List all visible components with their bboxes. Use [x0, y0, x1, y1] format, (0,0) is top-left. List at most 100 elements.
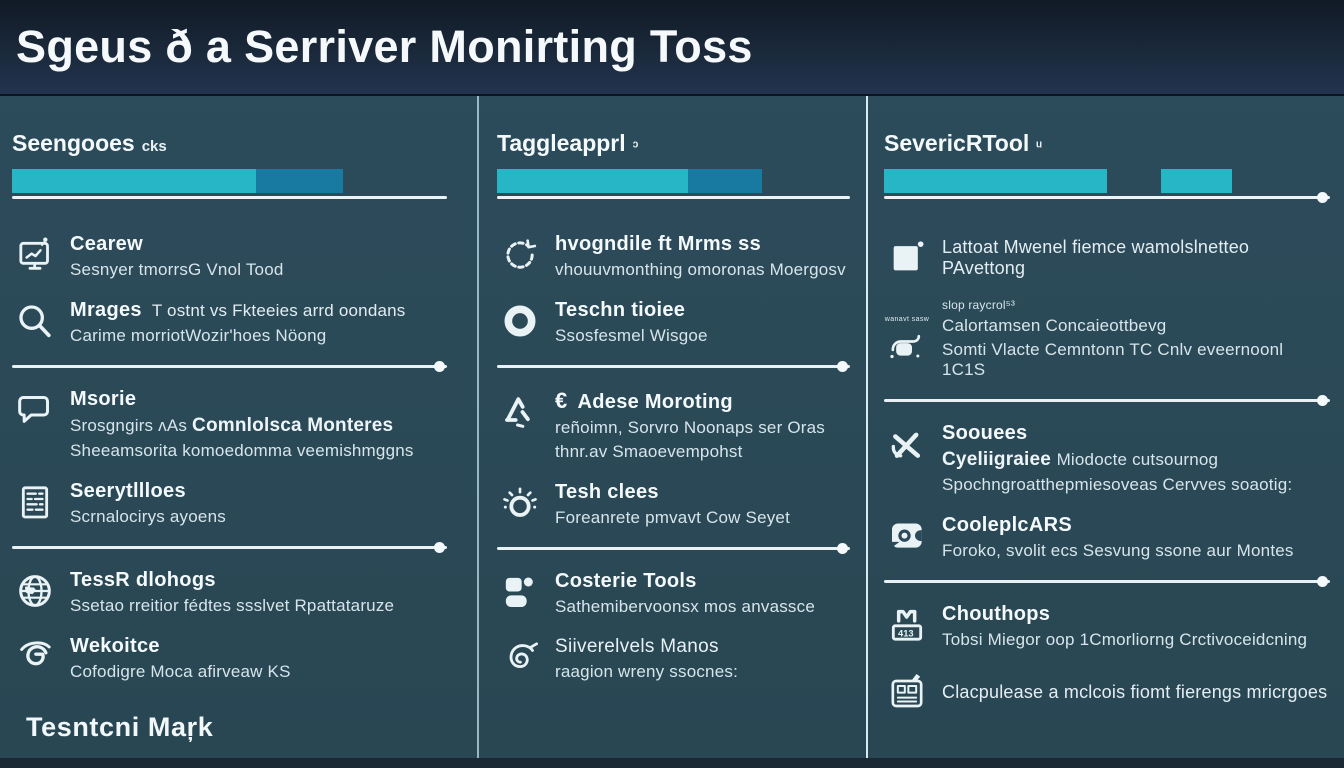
ring-icon [497, 299, 543, 341]
item-subtitle: thnr.av Smaoevempohst [555, 442, 743, 461]
refresh-icon [497, 233, 543, 275]
title-bar: Sgeus ð a Serriver Monirting Toss [0, 0, 1344, 96]
progress-bar-segment [1107, 169, 1161, 193]
page-icon [884, 235, 930, 277]
section-divider [12, 542, 447, 553]
item-title: TessR dlohogs [70, 569, 216, 591]
item-subtitle: Ssosfesmel Wisgoe [555, 326, 708, 345]
section-divider [884, 395, 1330, 406]
column-title-text: Taggleapprl [497, 130, 626, 156]
item-title: Costerie Tools [555, 570, 697, 592]
camera-icon [884, 514, 930, 556]
item-subtitle: Ssetao rreitior fédtes ssslvet Rpattatar… [70, 596, 395, 615]
item-subtitle: Cyeliigraiee Miodocte cutsournog [942, 449, 1219, 470]
section-divider [497, 361, 850, 372]
item-title: Chouthops [942, 603, 1051, 625]
column-title-suffix: ᵓ [632, 138, 639, 155]
item-title: Wekoitce [70, 635, 160, 657]
item-title: €Adese Moroting [555, 388, 733, 413]
progress-bar [12, 169, 447, 193]
item-title: Msorie [70, 388, 137, 410]
progress-bar [497, 169, 850, 193]
list-item: Lattoat Mwenel fiemce wamolslnetteo PAve… [884, 233, 1330, 279]
section-divider [497, 543, 850, 554]
item-title: Soouees [942, 422, 1028, 444]
column-1-title: Seengooes cks [12, 130, 447, 157]
item-subtitle: Somti Vlacte Cemntonn TC Cnlv eveernoonl… [942, 340, 1284, 379]
list-icon [12, 480, 58, 522]
item-subtitle: Spochngroatthepmiesoveas Cervves soaotig… [942, 475, 1293, 494]
badge-icon: wanavt sasw [884, 314, 930, 364]
header-underline [497, 196, 850, 199]
item-subtitle: Sheeamsorita komoedomma veemishmggns [70, 441, 414, 460]
cert-icon [884, 669, 930, 711]
section-divider [884, 576, 1330, 587]
item-title: Tesh clees [555, 481, 659, 503]
svg-text:413: 413 [898, 629, 914, 639]
item-title: hvogndile ft Mrms ss [555, 233, 762, 255]
list-item: Clacpulease a mclcois fiomt fierengs mri… [884, 669, 1330, 711]
icon-caption: wanavt sasw [884, 316, 930, 323]
item-subtitle: raagion wreny ssocnes: [555, 662, 738, 681]
header-underline [884, 192, 1330, 203]
g-badge-icon [12, 635, 58, 677]
progress-bar-segment [497, 169, 688, 193]
item-subtitle: Sesnyer tmorrsG Vnol Tood [70, 260, 284, 279]
progress-bar-segment [1160, 169, 1232, 193]
item-title-prefix: € [555, 388, 568, 413]
page-title: Sgeus ð a Serriver Monirting Toss [16, 21, 753, 72]
item-title: CooleplcARS [942, 514, 1072, 536]
item-subtitle: Foreanrete pmvavt Cow Seyet [555, 508, 790, 527]
progress-bar-segment [884, 169, 1107, 193]
spiral-icon [497, 636, 543, 678]
item-subtitle: slop raycrol⁵³ [942, 298, 1016, 312]
column-2-header: Taggleapprl ᵓ [497, 130, 850, 199]
progress-bar-segment [255, 169, 343, 193]
column-3-items: Lattoat Mwenel fiemce wamolslnetteo PAve… [884, 233, 1330, 711]
item-subtitle: Srosgngirs ʌAs Comnlolsca Monteres [70, 415, 394, 436]
column-3: SevericRTool ᵘ Lattoat Mwenel fiemce wam… [866, 96, 1344, 758]
column-3-title: SevericRTool ᵘ [884, 130, 1330, 157]
column-2-title: Taggleapprl ᵓ [497, 130, 850, 157]
item-title: Seerytllloes [70, 480, 186, 502]
monitor-icon [12, 233, 58, 275]
search-icon [12, 299, 58, 341]
item-title: Teschn tioiee [555, 299, 686, 321]
globe-icon [12, 569, 58, 611]
item-subtitle: Foroko, svolit ecs Sesvung ssone aur Mon… [942, 541, 1294, 560]
sun-icon [497, 481, 543, 523]
item-subtitle: Clacpulease a mclcois fiomt fierengs mri… [942, 681, 1328, 702]
chat-icon [12, 388, 58, 430]
column-title-suffix: cks [141, 138, 167, 155]
boxes-icon [497, 570, 543, 612]
column-title-text: Seengooes [12, 130, 135, 156]
item-title-note: T ostnt vs Fkteeies arrd oondans [151, 301, 406, 320]
item-subtitle: Carime morriotWozir'hoes Nöong [70, 326, 327, 345]
item-subtitle: reñoimn, Sorvro Noonaps ser Oras [555, 418, 826, 437]
item-subtitle: Sathemibervoonsx mos anvassce [555, 597, 815, 616]
